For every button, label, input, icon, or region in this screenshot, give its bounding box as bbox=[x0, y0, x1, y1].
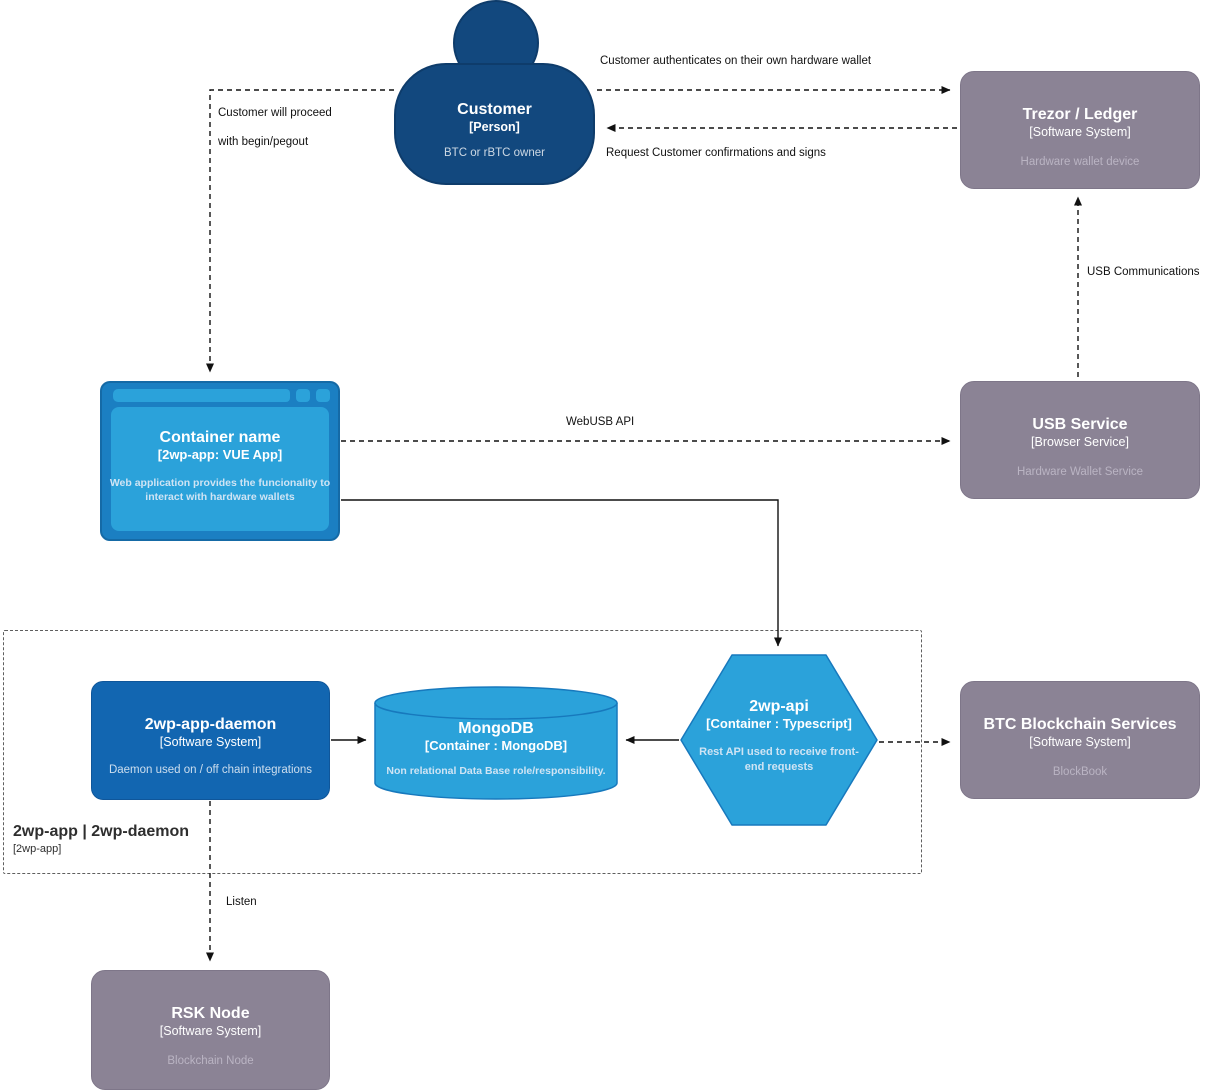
node-description: BTC or rBTC owner bbox=[444, 146, 545, 159]
node-2wp-app-daemon[interactable]: 2wp-app-daemon [Software System] Daemon … bbox=[91, 681, 330, 800]
node-description: Blockchain Node bbox=[167, 1054, 254, 1067]
node-title: Trezor / Ledger bbox=[1022, 106, 1138, 123]
node-subtitle: [Software System] bbox=[159, 1024, 262, 1039]
node-subtitle: [Software System] bbox=[1029, 735, 1131, 750]
node-subtitle: [Container : MongoDB] bbox=[424, 738, 568, 754]
edge-label-proceed-line2: with begin/pegout bbox=[218, 136, 309, 148]
edge-label-usb-communications: USB Communications bbox=[1087, 266, 1200, 278]
node-customer[interactable]: Customer [Person] BTC or rBTC owner bbox=[394, 63, 595, 185]
node-btc-blockchain-services[interactable]: BTC Blockchain Services [Software System… bbox=[960, 681, 1200, 799]
node-webapp-container[interactable]: Container name [2wp-app: VUE App] Web ap… bbox=[100, 381, 340, 541]
browser-content-panel: Container name [2wp-app: VUE App] Web ap… bbox=[110, 407, 330, 531]
node-description: BlockBook bbox=[1052, 765, 1108, 778]
boundary-title: 2wp-app | 2wp-daemon bbox=[13, 823, 190, 840]
edge-label-authenticate: Customer authenticates on their own hard… bbox=[600, 55, 872, 67]
node-rsk-node[interactable]: RSK Node [Software System] Blockchain No… bbox=[91, 970, 330, 1090]
node-description: Hardware Wallet Service bbox=[1016, 465, 1144, 478]
node-description: Daemon used on / off chain integrations bbox=[108, 763, 313, 776]
edge-customer-to-webapp[interactable] bbox=[206, 89, 394, 373]
node-title: MongoDB bbox=[458, 720, 534, 737]
edge-webapp-to-api[interactable] bbox=[341, 499, 782, 647]
hexagon-text: 2wp-api [Container : Typescript] Rest AP… bbox=[680, 654, 878, 826]
node-title: USB Service bbox=[1032, 416, 1128, 433]
node-title: 2wp-api bbox=[749, 698, 809, 715]
edge-label-listen: Listen bbox=[226, 896, 257, 908]
node-description: Hardware wallet device bbox=[1020, 155, 1140, 168]
edge-label-proceed-line1: Customer will proceed bbox=[218, 107, 332, 119]
node-subtitle: [Container : Typescript] bbox=[706, 716, 852, 732]
node-subtitle: [Browser Service] bbox=[1031, 435, 1129, 450]
cylinder-text: MongoDB [Container : MongoDB] Non relati… bbox=[374, 686, 618, 800]
node-description: Rest API used to receive front-end reque… bbox=[699, 746, 859, 774]
node-subtitle: [2wp-app: VUE App] bbox=[157, 447, 283, 463]
node-description: Non relational Data Base role/responsibi… bbox=[386, 765, 606, 778]
edge-label-confirmations: Request Customer confirmations and signs bbox=[606, 147, 826, 159]
node-mongodb[interactable]: MongoDB [Container : MongoDB] Non relati… bbox=[374, 686, 618, 800]
boundary-subtitle: [2wp-app] bbox=[13, 843, 62, 855]
node-subtitle: [Software System] bbox=[159, 735, 262, 750]
node-subtitle: [Person] bbox=[469, 120, 520, 135]
node-2wp-api[interactable]: 2wp-api [Container : Typescript] Rest AP… bbox=[680, 654, 878, 826]
node-title: 2wp-app-daemon bbox=[144, 716, 277, 733]
node-description: Web application provides the funcionalit… bbox=[109, 477, 331, 504]
node-title: Container name bbox=[159, 429, 281, 446]
node-trezor-ledger[interactable]: Trezor / Ledger [Software System] Hardwa… bbox=[960, 71, 1200, 189]
node-subtitle: [Software System] bbox=[1029, 125, 1131, 140]
cylinder-shape bbox=[374, 686, 618, 800]
edge-label-webusb-api: WebUSB API bbox=[566, 416, 635, 428]
node-usb-service[interactable]: USB Service [Browser Service] Hardware W… bbox=[960, 381, 1200, 499]
hexagon-shape bbox=[680, 654, 878, 826]
browser-address-bar bbox=[113, 389, 289, 402]
node-title: RSK Node bbox=[171, 1005, 250, 1022]
boundary-label: 2wp-app | 2wp-daemon [2wp-app] bbox=[13, 823, 189, 855]
node-title: BTC Blockchain Services bbox=[983, 716, 1177, 733]
browser-window-buttons bbox=[276, 389, 330, 402]
node-title: Customer bbox=[457, 101, 532, 118]
